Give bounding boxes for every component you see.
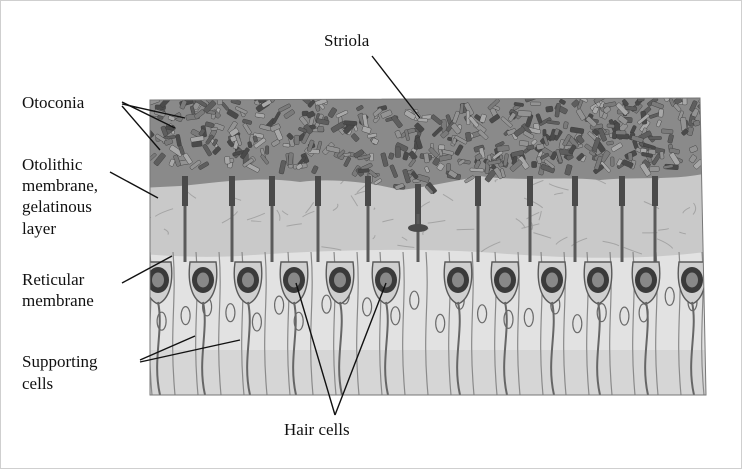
otoconium — [530, 102, 541, 106]
otoconium — [395, 147, 400, 158]
otoconium — [649, 166, 659, 171]
tissue-block — [140, 90, 720, 410]
otoconium — [519, 140, 529, 146]
label-otolithic-4: layer — [22, 219, 56, 239]
hair-cell-nucleolus — [686, 273, 698, 288]
otoconium — [288, 153, 293, 165]
stereocilia-bundle — [527, 176, 533, 206]
otoconium — [344, 121, 358, 126]
otoconium — [283, 143, 290, 147]
hair-cell-nucleolus — [592, 273, 604, 288]
label-striola: Striola — [324, 31, 369, 51]
otoconium — [649, 136, 662, 139]
label-supporting-2: cells — [22, 374, 53, 394]
otoconium — [453, 138, 457, 144]
stereocilia-bundle — [315, 176, 321, 206]
label-otolithic-3: gelatinous — [22, 197, 92, 217]
stereocilia-bundle — [182, 176, 188, 206]
otoconium — [660, 151, 664, 159]
label-hair-cells: Hair cells — [284, 420, 350, 440]
otoconium — [607, 124, 615, 128]
otoconium — [438, 145, 444, 150]
otoconium — [265, 146, 268, 155]
hair-cell-nucleolus — [546, 273, 558, 288]
stereocilia-bundle — [619, 176, 625, 206]
hair-cell-nucleolus — [640, 273, 652, 288]
stereocilia-bundle — [269, 176, 275, 206]
gel-fibre — [140, 217, 151, 223]
otoconium — [358, 169, 369, 173]
hair-cell-nucleolus — [452, 273, 464, 288]
otoconium — [225, 156, 231, 164]
label-otolithic-2: membrane, — [22, 176, 98, 196]
label-reticular-2: membrane — [22, 291, 94, 311]
stereocilia-bundle — [572, 176, 578, 206]
otoconium — [543, 129, 546, 136]
hair-cell-nucleolus — [334, 273, 346, 288]
label-reticular-1: Reticular — [22, 270, 84, 290]
otoconium — [418, 118, 428, 122]
hair-cell-nucleolus — [288, 273, 300, 288]
otoconium — [294, 135, 299, 144]
hair-cell-nucleolus — [152, 273, 164, 288]
stereocilia-bundle — [229, 176, 235, 206]
otoconium — [658, 109, 663, 117]
otoconium — [616, 130, 627, 134]
otoconium — [661, 129, 673, 134]
otoconium — [518, 110, 532, 116]
stereocilia-bundle — [365, 176, 371, 206]
hair-cell-nucleolus — [197, 273, 209, 288]
hair-cell-nucleolus — [499, 273, 511, 288]
label-otolithic-1: Otolithic — [22, 155, 82, 175]
otoconium — [217, 95, 223, 105]
otoconium — [318, 127, 324, 132]
striola-bundle-base — [408, 224, 428, 232]
stereocilia-bundle — [652, 176, 658, 206]
hair-cell-nucleolus — [380, 273, 392, 288]
stereocilia-bundle — [475, 176, 481, 206]
otoconium — [546, 106, 554, 112]
otoconium — [628, 153, 633, 161]
label-supporting-1: Supporting — [22, 352, 98, 372]
gel-fibre — [142, 234, 150, 241]
label-otoconia: Otoconia — [22, 93, 84, 113]
otoconium — [531, 161, 536, 167]
hair-cell-nucleolus — [242, 273, 254, 288]
otoconium — [610, 157, 614, 166]
otoconium — [497, 145, 509, 152]
